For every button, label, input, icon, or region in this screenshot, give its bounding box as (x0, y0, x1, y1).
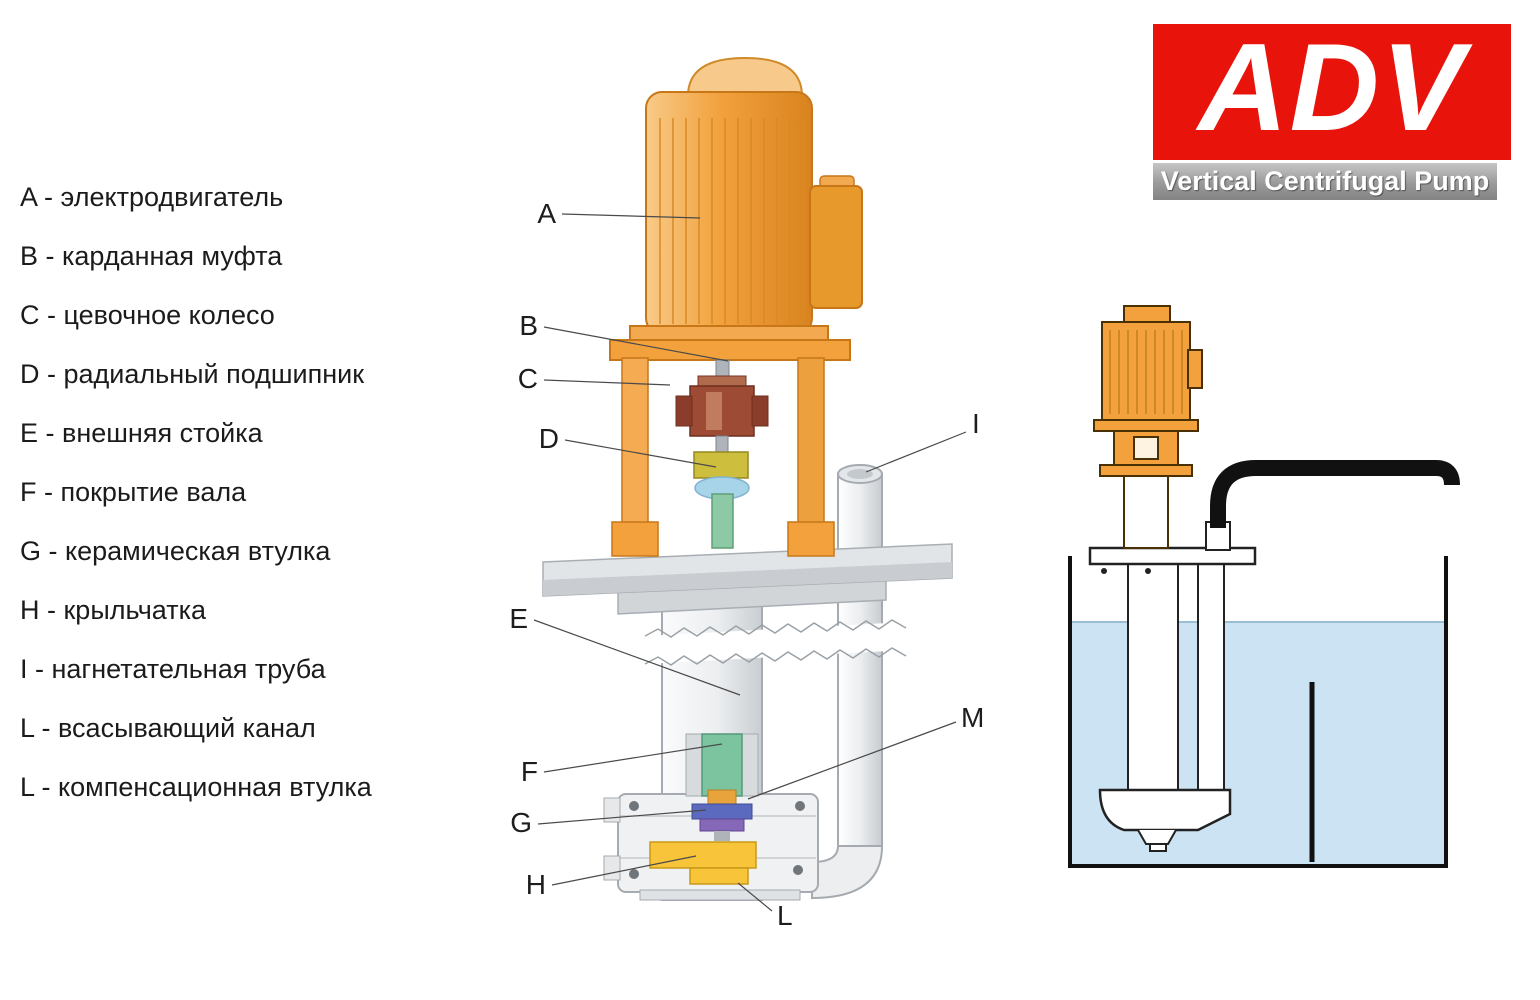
impeller (649, 841, 757, 869)
legend-item-d: D - радиальный подшипник (20, 359, 365, 389)
parts-legend: A - электродвигатель B - карданная муфта… (20, 168, 500, 817)
seal-ring (699, 818, 745, 832)
mounting-plate (542, 543, 953, 615)
shaft-cover (701, 733, 743, 797)
lantern-frame (611, 357, 835, 557)
motor-body (645, 91, 813, 335)
base-plate-edge (543, 562, 952, 596)
compensation-bushing (707, 789, 737, 805)
callouts: A B C D E F G (509, 198, 984, 931)
callout-g: G (510, 807, 707, 838)
frame-foot-left (611, 521, 659, 557)
callout-a-label: A (537, 198, 556, 229)
adv-logo: ADV Vertical Centrifugal Pump (1153, 24, 1511, 200)
callout-h-label: H (526, 869, 546, 900)
schematic-flange-lower (1099, 464, 1193, 477)
bolt (795, 801, 805, 811)
schematic-motor-fins (1109, 330, 1183, 414)
schematic-lantern-window (1133, 436, 1159, 460)
legend-item-l1: L - всасывающий канал (20, 713, 316, 743)
callout-e-label: E (509, 603, 528, 634)
callout-l: L (737, 882, 793, 931)
pump-cutaway-illustration (542, 56, 953, 901)
tank-walls (1068, 556, 1448, 868)
frame-foot-right (787, 521, 835, 557)
pipe-elbow (811, 845, 884, 900)
legend-item-h: H - крыльчатка (20, 595, 207, 625)
bolt (629, 801, 639, 811)
suction-channel (689, 867, 749, 885)
callout-c-label: C (518, 363, 538, 394)
legend-item-f: F - покрытие вала (20, 477, 247, 507)
callout-l-label: L (777, 900, 793, 931)
legend-item-a: A - электродвигатель (20, 182, 284, 212)
callout-i: I (865, 408, 980, 473)
legend-item-l2: L - компенсационная втулка (20, 772, 372, 802)
legend-item-c: C - цевочное колесо (20, 300, 275, 330)
callout-d: D (539, 423, 717, 468)
pin-wheel-left (675, 395, 693, 427)
schematic-column (1127, 559, 1179, 793)
adv-logo-title: ADV (1198, 19, 1466, 157)
coupling-drivetrain (675, 359, 769, 549)
callout-d-label: D (539, 423, 559, 454)
schematic-bearing-spacer (1123, 475, 1169, 549)
callout-g-label: G (510, 807, 532, 838)
callout-m: M (747, 702, 984, 800)
housing-base (639, 889, 801, 901)
adv-logo-subtitle: Vertical Centrifugal Pump (1160, 166, 1490, 196)
inner-tube-left (685, 733, 703, 797)
callout-i-label: I (972, 408, 980, 439)
callout-e: E (509, 603, 741, 696)
motor-cap (686, 56, 804, 97)
schematic-discharge-hose (1210, 460, 1460, 528)
installation-schematic (1068, 305, 1460, 868)
adv-logo-banner: ADV (1153, 24, 1511, 160)
section-break (644, 619, 907, 666)
adv-logo-subtitle-bar: Vertical Centrifugal Pump (1153, 163, 1497, 200)
schematic-flange-upper (1093, 419, 1199, 432)
legend-item-g: G - керамическая втулка (20, 536, 331, 566)
callout-f: F (521, 743, 723, 787)
callout-m-label: M (961, 702, 984, 733)
housing-flange-left-bottom (603, 855, 621, 881)
housing-flange-left-top (603, 797, 621, 823)
plate-bolt (1101, 568, 1107, 574)
callout-h: H (526, 855, 697, 900)
motor-assembly (609, 56, 863, 361)
shaft-lower (714, 831, 730, 841)
frame-column-right (797, 357, 825, 527)
bolt (629, 869, 639, 879)
schematic-mounting-plate (1088, 546, 1257, 566)
schematic-riser-pipe (1197, 559, 1225, 793)
discharge-pipe (811, 464, 884, 900)
callout-f-label: F (521, 756, 538, 787)
legend-item-i: I - нагнетательная труба (20, 654, 326, 684)
inner-tube-right (741, 733, 759, 797)
legend-item-b: B - карданная муфта (20, 241, 283, 271)
schematic-motor-cap (1123, 305, 1171, 323)
coupling-highlight (706, 392, 722, 430)
plate-bolt (1145, 568, 1151, 574)
callout-b-label: B (519, 310, 538, 341)
pin-wheel-right (751, 395, 769, 427)
callout-c: C (518, 363, 671, 394)
motor-fins (659, 118, 804, 324)
junction-box (809, 185, 863, 309)
shaft-sleeve-top (711, 493, 734, 549)
motor-flange-lower (609, 339, 851, 361)
callout-a: A (537, 198, 701, 229)
schematic-pump-housing (1098, 788, 1232, 852)
legend-item-e: E - внешняя стойка (20, 418, 263, 448)
bolt (793, 865, 803, 875)
schematic-junction-box (1187, 349, 1203, 389)
callout-b: B (519, 310, 729, 362)
ceramic-bushing (691, 803, 753, 820)
